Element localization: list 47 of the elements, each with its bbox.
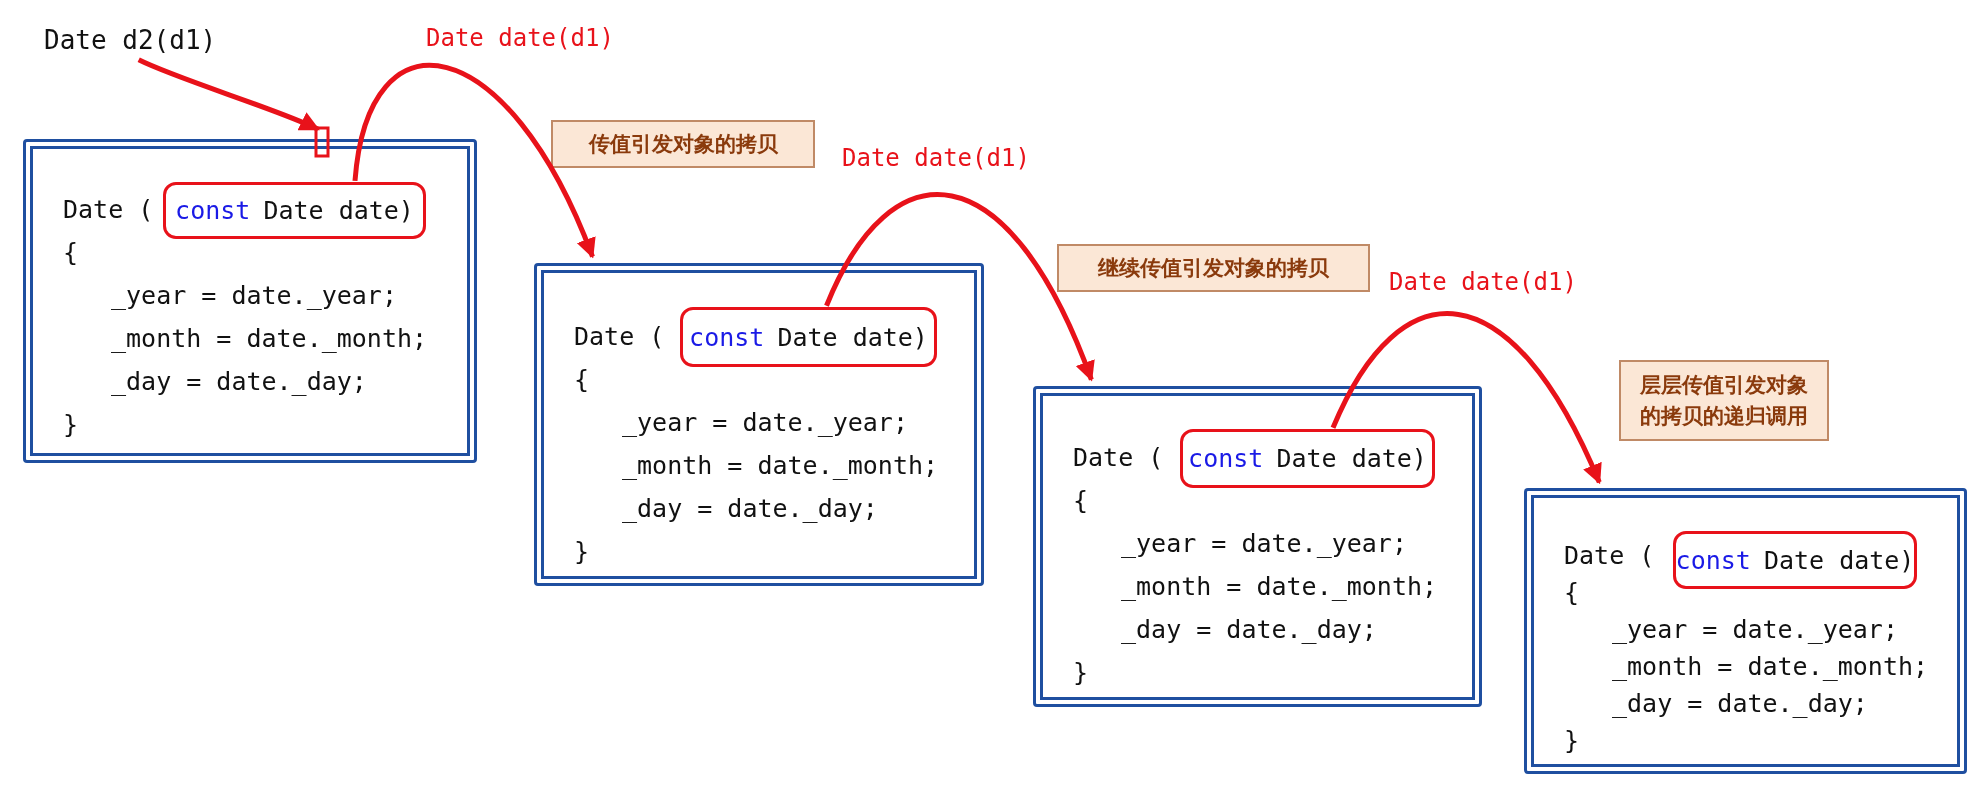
keyword: const [689,322,765,352]
code-box [1033,386,1482,707]
code-line: _month = date._month; [1121,572,1438,602]
code-line: _year = date._year; [622,408,908,438]
code-line: } [574,537,590,567]
keyword: const [175,196,251,225]
code-text: Date date) [1276,444,1427,473]
keyword: const [1188,444,1264,473]
code-line: _day = date._day; [622,494,878,524]
code-line: { [1073,486,1089,516]
code-text: Date d2(d1) [44,22,217,58]
code-line: { [574,365,590,395]
callout-box: 继续传值引发对象的拷贝 [1057,244,1370,292]
code-line: _day = date._day; [111,367,367,397]
code-text: Date date) [777,322,928,352]
code-box [23,139,477,463]
code-line: Date ( [574,322,665,352]
code-line: Date ( [1564,541,1655,571]
callout-box: 传值引发对象的拷贝 [551,120,815,168]
code-text: Date date) [1763,545,1915,575]
highlight-box [163,182,426,239]
code-line: _day = date._day; [1121,615,1377,645]
curved-arrow [137,57,320,132]
code-line: } [1073,658,1089,688]
callout-box: 层层传值引发对象的拷贝的递归调用 [1619,360,1829,441]
keyword: const [1675,545,1751,575]
code-line: Date ( [1073,443,1164,473]
code-line: _year = date._year; [1612,615,1898,645]
code-text: Date date) [263,196,414,225]
code-line: _year = date._year; [1121,529,1407,559]
code-line: { [63,238,79,268]
highlight-box [1673,531,1917,589]
code-box [1524,488,1967,774]
highlight-box [1180,429,1435,488]
code-line: { [1564,578,1580,608]
code-line: Date ( [63,195,154,225]
code-line: } [1564,726,1580,756]
code-line: } [63,410,79,440]
code-line: _month = date._month; [622,451,939,481]
curved-arrow [1330,311,1602,485]
code-line: _month = date._month; [111,324,428,354]
curved-arrow [824,192,1094,382]
code-line: _year = date._year; [111,281,397,311]
code-line: _day = date._day; [1612,689,1868,719]
highlight-box [680,307,937,367]
code-line: _month = date._month; [1612,652,1929,682]
code-box [534,263,984,586]
